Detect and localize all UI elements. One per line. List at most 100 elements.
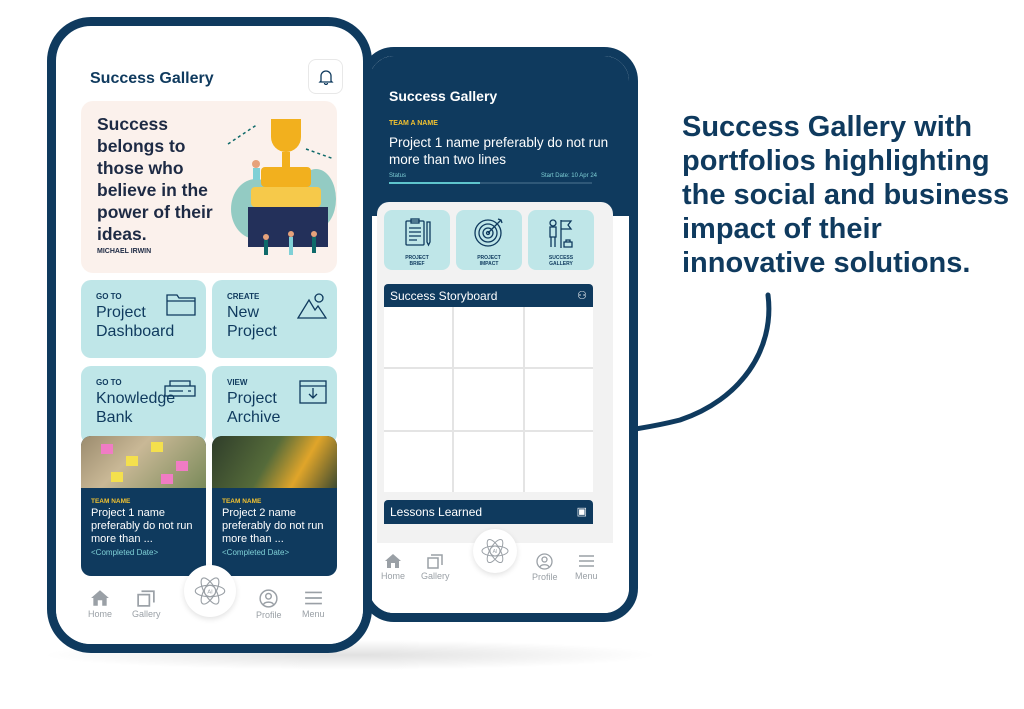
tile-subtitle: GO TO [96, 378, 122, 387]
clipboard-icon [405, 218, 431, 247]
nav-label: Profile [532, 572, 558, 582]
ai-label: AI [493, 549, 498, 555]
notifications-button[interactable] [308, 59, 343, 94]
storyboard-grid [384, 307, 593, 492]
storyboard-title: Success Storyboard [390, 289, 498, 303]
nav-label: Home [381, 571, 406, 581]
ai-atom-icon: AI [194, 577, 226, 605]
archive-download-icon [299, 380, 327, 404]
nav-profile[interactable]: Profile [532, 553, 558, 582]
status-label: Status [389, 173, 407, 179]
status-progress-bar [389, 182, 592, 184]
nav-label: Gallery [421, 571, 450, 581]
tile-title: Project Archive [227, 390, 281, 426]
quote-text: Success belongs to those who believe in … [97, 114, 213, 244]
quote-banner: Success belongs to those who believe in … [81, 101, 337, 273]
phone-detail: Success Gallery TEAM A NAME Project 1 na… [360, 47, 638, 622]
storyboard-cell[interactable] [524, 431, 593, 492]
home-icon [385, 554, 401, 568]
nav-menu[interactable]: Menu [302, 589, 325, 619]
tile-label: PROJECT BRIEF [405, 255, 429, 267]
nav-label: Menu [575, 571, 598, 581]
tile-subtitle: CREATE [227, 292, 260, 301]
storyboard-cell[interactable] [524, 307, 593, 368]
trophy-celebration-illustration [227, 119, 336, 255]
storyboard-cell[interactable] [384, 307, 453, 368]
storyboard-cell[interactable] [454, 307, 523, 368]
project-body: PROJECT BRIEF PROJECT IMPACT SUCCESS GAL… [377, 202, 613, 613]
nav-label: Menu [302, 609, 325, 619]
screen-title: Success Gallery [90, 70, 214, 87]
project-name: Project 1 name preferably do not run mor… [91, 507, 193, 545]
project-card[interactable]: TEAM NAME Project 2 name preferably do n… [212, 436, 337, 576]
nav-profile[interactable]: Profile [256, 589, 282, 620]
project-brief-tile[interactable]: PROJECT BRIEF [384, 210, 450, 270]
tile-subtitle: VIEW [227, 378, 248, 387]
project-archive-tile[interactable]: VIEW Project Archive [212, 366, 337, 444]
progress-fill [389, 182, 481, 184]
nav-home[interactable]: Home [88, 589, 112, 619]
nav-gallery[interactable]: Gallery [421, 553, 450, 581]
person-flag-icon [549, 219, 573, 248]
project-dashboard-tile[interactable]: GO TO Project Dashboard [81, 280, 206, 358]
project-header: Success Gallery TEAM A NAME Project 1 na… [369, 56, 629, 216]
team-name: TEAM NAME [91, 498, 131, 505]
nav-menu[interactable]: Menu [575, 553, 598, 581]
completed-date: <Completed Date> [222, 548, 290, 557]
gallery-icon [427, 554, 443, 569]
server-icon [164, 380, 196, 397]
profile-icon [536, 553, 553, 570]
team-icon: ⚇ [577, 290, 587, 302]
tile-title: Project Dashboard [96, 304, 175, 340]
nav-label: Gallery [132, 609, 161, 619]
storyboard-header: Success Storyboard ⚇ [384, 284, 593, 308]
profile-icon [259, 589, 278, 608]
nav-gallery[interactable]: Gallery [132, 589, 161, 619]
tile-subtitle: GO TO [96, 292, 122, 301]
storyboard-cell[interactable] [384, 369, 453, 430]
folder-icon [166, 294, 196, 316]
menu-icon [578, 555, 594, 567]
project-photo [212, 436, 337, 488]
nav-home[interactable]: Home [381, 553, 405, 581]
project-name: Project 2 name preferably do not run mor… [222, 507, 324, 545]
project-impact-tile[interactable]: PROJECT IMPACT [456, 210, 522, 270]
ai-button[interactable]: AI [473, 529, 517, 573]
tile-label: PROJECT IMPACT [477, 255, 501, 267]
annotation-text: Success Gallery with portfolios highligh… [682, 111, 1010, 279]
storyboard-cell[interactable] [454, 431, 523, 492]
new-project-tile[interactable]: CREATE New Project [212, 280, 337, 358]
bottom-nav: Home Gallery AI Profile Menu [56, 565, 363, 644]
lessons-header: Lessons Learned▣ [384, 500, 593, 524]
ai-button[interactable]: AI [184, 565, 236, 617]
menu-icon [304, 591, 322, 605]
gallery-icon [137, 590, 155, 607]
project-card[interactable]: TEAM NAME Project 1 name preferably do n… [81, 436, 206, 576]
tile-title: New Project [227, 304, 277, 340]
nav-label: Profile [256, 610, 282, 620]
success-gallery-tile[interactable]: SUCCESS GALLERY [528, 210, 594, 270]
home-icon [91, 590, 109, 606]
phone-home: Success Gallery Success belongs to those… [47, 17, 372, 653]
team-name: TEAM A NAME [389, 120, 438, 127]
screen-title: Success Gallery [389, 88, 498, 104]
map-icon: ▣ [576, 506, 587, 518]
storyboard-cell[interactable] [524, 369, 593, 430]
project-photo [81, 436, 206, 488]
ai-atom-icon: AI [481, 538, 509, 564]
nav-label: Home [88, 609, 113, 619]
project-name: Project 1 name preferably do not run mor… [389, 135, 609, 167]
start-date: Start Date: 10 Apr 24 [540, 173, 597, 179]
bell-icon [317, 69, 334, 85]
mountain-image-icon [297, 293, 327, 319]
storyboard-cell[interactable] [384, 431, 453, 492]
bottom-nav: Home Gallery AI Profile Menu [369, 529, 629, 613]
tile-label: SUCCESS GALLERY [548, 255, 574, 267]
quote-author: MICHAEL IRWIN [97, 248, 152, 255]
storyboard-cell[interactable] [454, 369, 523, 430]
knowledge-bank-tile[interactable]: GO TO Knowledge Bank [81, 366, 206, 444]
team-name: TEAM NAME [222, 498, 262, 505]
completed-date: <Completed Date> [91, 548, 159, 557]
tile-title: Knowledge Bank [96, 390, 176, 426]
ai-label: AI [207, 589, 213, 595]
